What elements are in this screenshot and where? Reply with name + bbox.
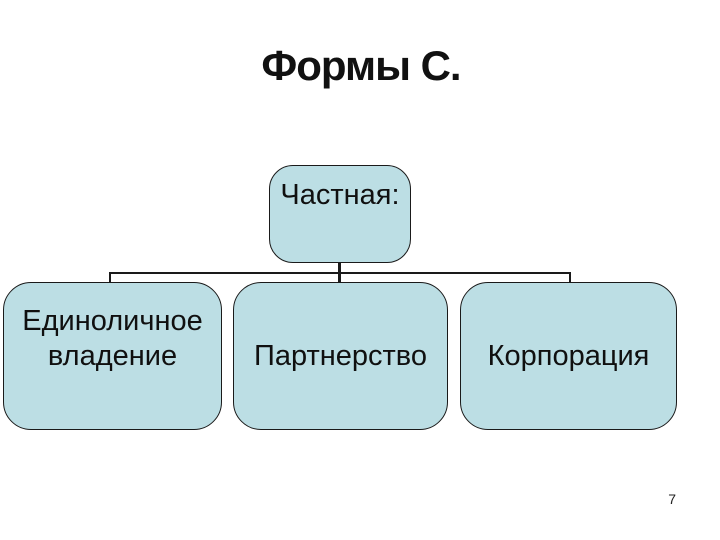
- diagram-node-corporation-label: Корпорация: [487, 339, 650, 372]
- slide-title: Формы С.: [261, 42, 461, 89]
- connector-left-drop: [109, 272, 111, 283]
- page-number: 7: [668, 491, 676, 507]
- diagram-node-root: Частная:: [269, 165, 411, 263]
- diagram-node-corporation: Корпорация: [460, 282, 677, 430]
- diagram-node-partnership: Партнерство: [233, 282, 448, 430]
- connector-right-drop: [569, 272, 571, 283]
- diagram-node-root-label: Частная:: [280, 179, 400, 211]
- diagram-node-partnership-label: Партнерство: [253, 339, 427, 372]
- diagram-node-sole-ownership-label: Единоличное владение: [22, 305, 203, 372]
- diagram-node-sole-ownership: Единоличное владение: [3, 282, 222, 430]
- connector-horizontal: [109, 272, 571, 274]
